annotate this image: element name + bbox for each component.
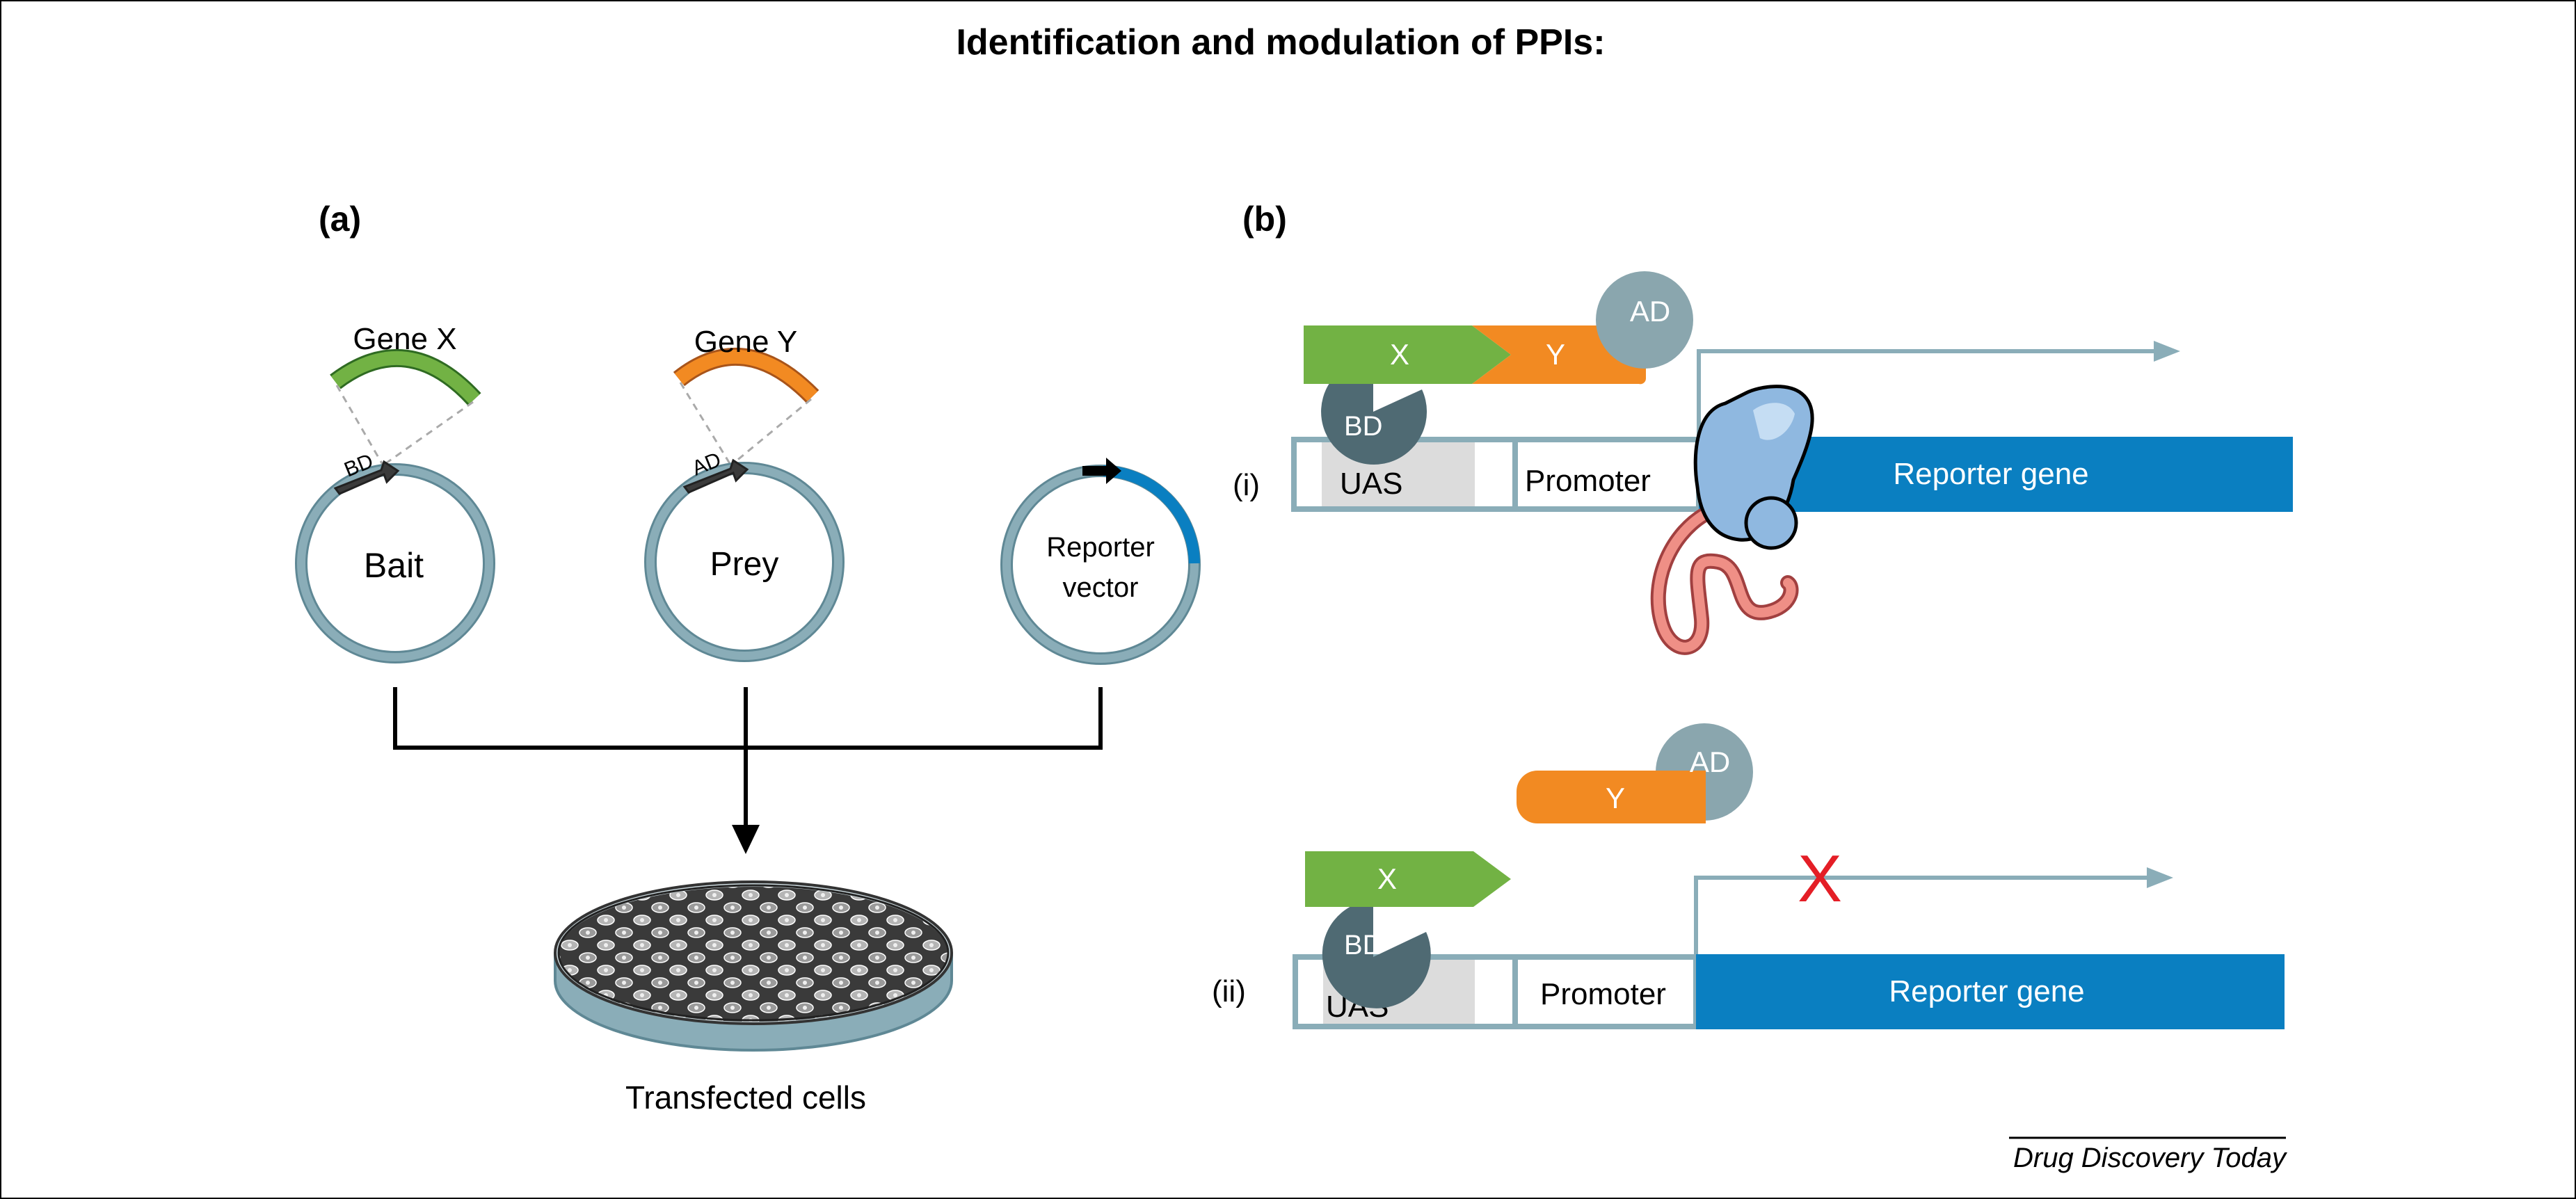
journal-name: Drug Discovery Today xyxy=(2013,1143,2288,1173)
gene-x-arc-fill xyxy=(330,351,480,404)
petri-dish xyxy=(554,880,953,1052)
row-ii-blocked-mark: X xyxy=(1798,842,1842,916)
row-i-polymerase-tail-fill xyxy=(1653,510,1796,652)
row-ii-reporter-gene xyxy=(1696,954,2285,1029)
gene-x-guide-right xyxy=(383,401,474,466)
row-i-polymerase-subunit xyxy=(1744,496,1798,550)
row-ii-bd-domain xyxy=(1322,900,1431,1008)
row-i-x-label: X xyxy=(1390,338,1409,371)
row-ii-y-fusion-edge xyxy=(1683,771,1706,823)
row-i-x-fusion xyxy=(1304,325,1511,384)
gene-y-arc-fill xyxy=(674,349,818,402)
gene-y-guide-right xyxy=(731,398,812,466)
row-ii-label: (ii) xyxy=(1212,974,1246,1008)
row-i-uas-label: UAS xyxy=(1340,467,1402,501)
row-ii-x-label: X xyxy=(1377,862,1397,895)
reporter-gene-segment xyxy=(1103,465,1200,564)
row-i-ad-label: AD xyxy=(1630,295,1670,328)
prey-ad-arrow xyxy=(682,458,749,494)
row-ii-bd-label: BD xyxy=(1344,930,1383,960)
cell-monolayer xyxy=(559,887,948,1022)
connector-arrowhead xyxy=(732,825,760,854)
row-ii-reporter-label: Reporter gene xyxy=(1889,974,2084,1008)
row-i-polymerase-highlight xyxy=(1753,403,1795,440)
row-i-y-label: Y xyxy=(1546,338,1565,371)
row-i-bd-domain xyxy=(1321,359,1427,465)
row-ii-ad-label: AD xyxy=(1690,746,1730,778)
reporter-label-line2: vector xyxy=(1063,572,1139,603)
row-ii-y-label: Y xyxy=(1606,782,1625,814)
gene-x-guide-left xyxy=(335,385,384,465)
panel-b: (b) (i) UAS Promoter Reporter gene BD X … xyxy=(1212,200,2293,1173)
row-ii-transcription-line xyxy=(1694,876,2150,974)
reporter-label-line1: Reporter xyxy=(1046,532,1155,563)
bait-label: Bait xyxy=(364,546,424,585)
gene-y-guide-left xyxy=(679,382,732,465)
panel-b-label: (b) xyxy=(1242,200,1287,239)
row-ii: (ii) AD Y X UAS Promoter Reporter gene B… xyxy=(1212,723,2285,1029)
row-i-bd-label: BD xyxy=(1344,411,1383,442)
row-i-ad-domain xyxy=(1596,271,1693,369)
gene-y-label: Gene Y xyxy=(694,325,797,359)
reporter-promoter-arrow xyxy=(1082,458,1121,484)
row-i-transcription-line xyxy=(1697,349,2157,459)
panel-a: (a) Gene X BD Bait Gene Y AD Prey Report… xyxy=(295,200,1201,1116)
bait-bd-arrow xyxy=(333,460,400,495)
gene-x-label: Gene X xyxy=(353,322,456,356)
row-i-label: (i) xyxy=(1233,468,1260,502)
row-i-transcription-arrowhead xyxy=(2154,341,2180,362)
row-ii-y-fusion xyxy=(1517,771,1706,823)
row-i-reporter-label: Reporter gene xyxy=(1893,457,2088,491)
row-ii-promoter-label: Promoter xyxy=(1540,977,1666,1011)
row-i-promoter-label: Promoter xyxy=(1525,464,1651,498)
panel-a-label: (a) xyxy=(319,200,361,239)
row-ii-transcription-arrowhead xyxy=(2147,867,2173,888)
row-ii-promoter-box xyxy=(1512,954,1699,1029)
petri-dish-inner-edge xyxy=(557,884,950,1022)
transfected-cells-label: Transfected cells xyxy=(625,1079,866,1116)
row-ii-x-fusion xyxy=(1305,851,1511,907)
row-i: (i) UAS Promoter Reporter gene BD X Y AD xyxy=(1233,271,2293,655)
prey-label: Prey xyxy=(710,546,779,583)
figure-title: Identification and modulation of PPIs: xyxy=(956,22,1605,63)
row-i-promoter-box xyxy=(1512,437,1702,512)
